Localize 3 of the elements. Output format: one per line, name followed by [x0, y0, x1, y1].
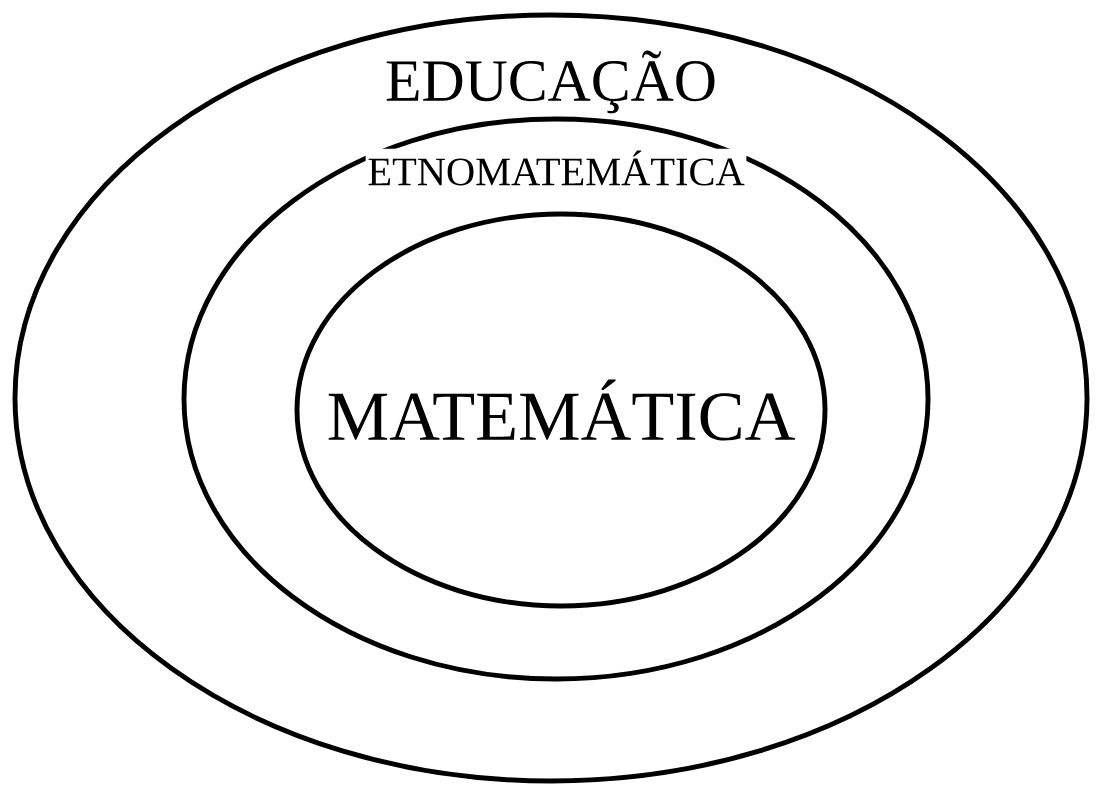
ellipse-label: MATEMÁTICA [324, 377, 798, 443]
ellipse-label: ETNOMATEMÁTICA [365, 148, 747, 188]
ellipse-label: EDUCAÇÃO [383, 48, 719, 116]
